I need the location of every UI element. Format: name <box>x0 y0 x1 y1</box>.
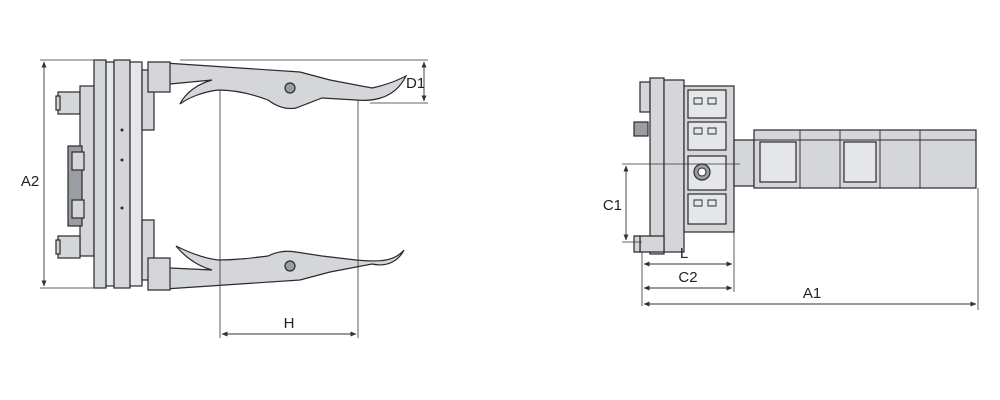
upper-clamp-arm <box>147 61 408 110</box>
label-c1: C1 <box>603 197 622 214</box>
label-a2: A2 <box>21 173 39 190</box>
frame-plates <box>93 59 155 289</box>
dimension-d1: D1 <box>180 59 428 104</box>
label-d1: D1 <box>406 75 425 92</box>
label-h: H <box>284 315 295 332</box>
side-arm <box>733 129 977 189</box>
dimension-a1: A1 <box>643 188 979 310</box>
front-view: A2 D1 H <box>21 59 428 338</box>
mount-block <box>55 85 95 259</box>
dimension-c1: C1 <box>603 163 740 243</box>
label-a1: A1 <box>803 285 821 302</box>
rear-mount <box>633 77 685 255</box>
label-l: L <box>680 245 688 262</box>
dimension-h: H <box>219 90 359 338</box>
dimension-l: L <box>641 232 735 306</box>
carriage <box>683 85 743 233</box>
label-c2: C2 <box>678 269 697 286</box>
dimension-a2: A2 <box>21 59 96 289</box>
dimension-c2: C2 <box>643 269 733 291</box>
side-view: C1 L C2 A1 <box>603 77 979 310</box>
lower-clamp-arm <box>147 245 405 291</box>
